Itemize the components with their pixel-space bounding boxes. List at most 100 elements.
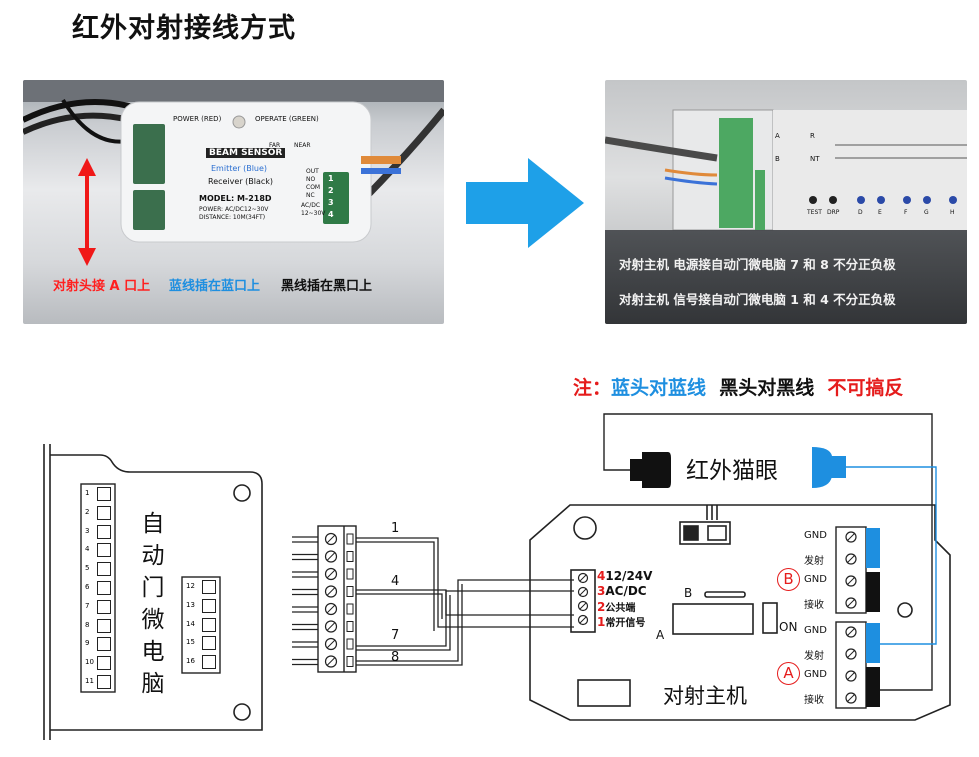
- door-controller-board: [43, 444, 263, 740]
- controller-terminal-13: 13: [185, 598, 217, 614]
- note-warning: 不可搞反: [827, 377, 904, 399]
- note-blue-rule: 蓝头对蓝线: [611, 377, 707, 399]
- ir-emitter-blue: [812, 447, 846, 488]
- plug-pin: [292, 585, 354, 598]
- port-terminal-screw: [845, 553, 857, 565]
- ir-receiver-black: [630, 452, 671, 488]
- wire-label-8: 8: [391, 650, 400, 665]
- module-terminal-1: 1: [328, 174, 334, 183]
- module-near-label: NEAR: [294, 142, 311, 149]
- module-no-label: NO: [306, 176, 316, 183]
- host-terminal-screw: [577, 586, 589, 598]
- port-a-pin-3: GND: [804, 669, 827, 680]
- red-double-arrow-icon: [78, 158, 96, 266]
- host-terminal-block: [577, 572, 589, 626]
- controller-terminal-4: 4: [84, 542, 112, 558]
- panel-label-f: F: [904, 209, 908, 216]
- port-terminal-screw: [845, 670, 857, 682]
- panel-label-e: E: [878, 209, 882, 216]
- controller-terminal-1: 1: [84, 486, 112, 502]
- ir-emitter-cable: [846, 466, 937, 645]
- plug-pin: [292, 567, 354, 581]
- caption-power-wiring: 对射主机 电源接自动门微电脑 7 和 8 不分正负极: [619, 257, 896, 272]
- plug-pin: [292, 532, 354, 546]
- module-terminal-3: 3: [328, 198, 334, 207]
- signal-wires: [356, 537, 574, 666]
- module-emitter-label: Emitter (Blue): [211, 164, 268, 173]
- port-terminal-screw: [845, 692, 857, 704]
- panel-label-a: A: [775, 132, 780, 140]
- caption-black-wire: 黑线插在黑口上: [281, 279, 373, 294]
- module-receiver-label: Receiver (Black): [208, 177, 274, 186]
- host-terminal-2-label: 2公共端: [597, 600, 636, 614]
- controller-terminal-12: 12: [185, 579, 217, 595]
- port-b-pin-3: GND: [804, 574, 827, 585]
- panel-label-g: G: [924, 209, 929, 216]
- port-a-block: [835, 621, 880, 709]
- module-far-label: FAR: [269, 142, 281, 149]
- controller-terminal-8: 8: [84, 618, 112, 634]
- host-terminal-screw: [577, 600, 589, 612]
- photo-door-controller: A R B NT TEST DRP D E F G H 对射主机 电源接自动门微…: [605, 80, 967, 324]
- panel-buttons: [809, 196, 957, 204]
- panel-label-nt: NT: [810, 155, 820, 163]
- module-voltage-label: 12~30V: [301, 210, 326, 217]
- host-board: [529, 504, 951, 721]
- host-a-marker: A: [656, 628, 665, 642]
- plug-pin: [292, 655, 354, 668]
- controller-terminal-9: 9: [84, 636, 112, 652]
- port-terminal-screw: [845, 597, 857, 609]
- caption-backdrop: [605, 230, 967, 324]
- host-terminal-screw: [577, 614, 589, 626]
- host-label: 对射主机: [663, 684, 747, 708]
- controller-terminal-10: 10: [84, 655, 112, 671]
- page-title: 红外对射接线方式: [72, 13, 296, 44]
- host-switch-label: ON: [779, 620, 798, 634]
- panel-label-drp: DRP: [827, 209, 840, 216]
- module-power-label: POWER (RED): [173, 115, 222, 123]
- port-terminal-screw: [845, 531, 857, 543]
- controller-terminal-11: 11: [84, 674, 112, 690]
- wire-label-1: 1: [391, 521, 400, 536]
- plug-pin: [292, 602, 354, 616]
- host-terminal-4-label: 412/24V: [597, 569, 653, 583]
- module-out-label: OUT: [306, 168, 319, 175]
- controller-terminal-14: 14: [185, 617, 217, 633]
- port-b-pin-4: 接收: [804, 600, 824, 611]
- host-terminal-screw: [577, 572, 589, 584]
- module-com-label: COM: [306, 184, 321, 191]
- port-b-pin-2: 发射: [804, 556, 824, 567]
- panel-label-d: D: [858, 209, 863, 216]
- controller-terminal-2: 2: [84, 505, 112, 521]
- port-b-block: [835, 526, 880, 614]
- note-black-rule: 黑头对黑线: [719, 377, 815, 399]
- photo-beam-sensor-module: POWER (RED) OPERATE (GREEN) BEAM SENSOR …: [23, 80, 444, 324]
- port-terminal-screw: [845, 575, 857, 587]
- port-b-pin-1: GND: [804, 530, 827, 541]
- wire-label-7: 7: [391, 628, 400, 643]
- port-a-pin-1: GND: [804, 625, 827, 636]
- controller-terminal-5: 5: [84, 561, 112, 577]
- ir-sensor-label: 红外猫眼: [686, 458, 778, 484]
- controller-terminal-15: 15: [185, 635, 217, 651]
- panel-label-h: H: [950, 209, 955, 216]
- port-terminal-screw: [845, 648, 857, 660]
- panel-label-r: R: [810, 132, 815, 140]
- port-a-pin-2: 发射: [804, 651, 824, 662]
- port-b-marker: B: [777, 568, 800, 591]
- plug-pins: [292, 532, 354, 668]
- controller-terminal-16: 16: [185, 654, 217, 670]
- wire-label-4: 4: [391, 574, 400, 589]
- caption-blue-wire: 蓝线插在蓝口上: [169, 279, 261, 294]
- ir-receiver-cable: [603, 413, 933, 691]
- port-terminal-screws: [845, 531, 857, 704]
- module-power-rating: POWER: AC/DC12~30V: [199, 206, 269, 213]
- caption-sensor-port-a: 对射头接 A 口上: [53, 279, 151, 294]
- controller-terminal-7: 7: [84, 599, 112, 615]
- port-a-marker: A: [777, 662, 800, 685]
- right-arrow-icon: [466, 158, 584, 248]
- module-terminal-4: 4: [328, 210, 334, 219]
- module-terminal-2: 2: [328, 186, 334, 195]
- port-terminal-screw: [845, 626, 857, 638]
- controller-terminal-3: 3: [84, 524, 112, 540]
